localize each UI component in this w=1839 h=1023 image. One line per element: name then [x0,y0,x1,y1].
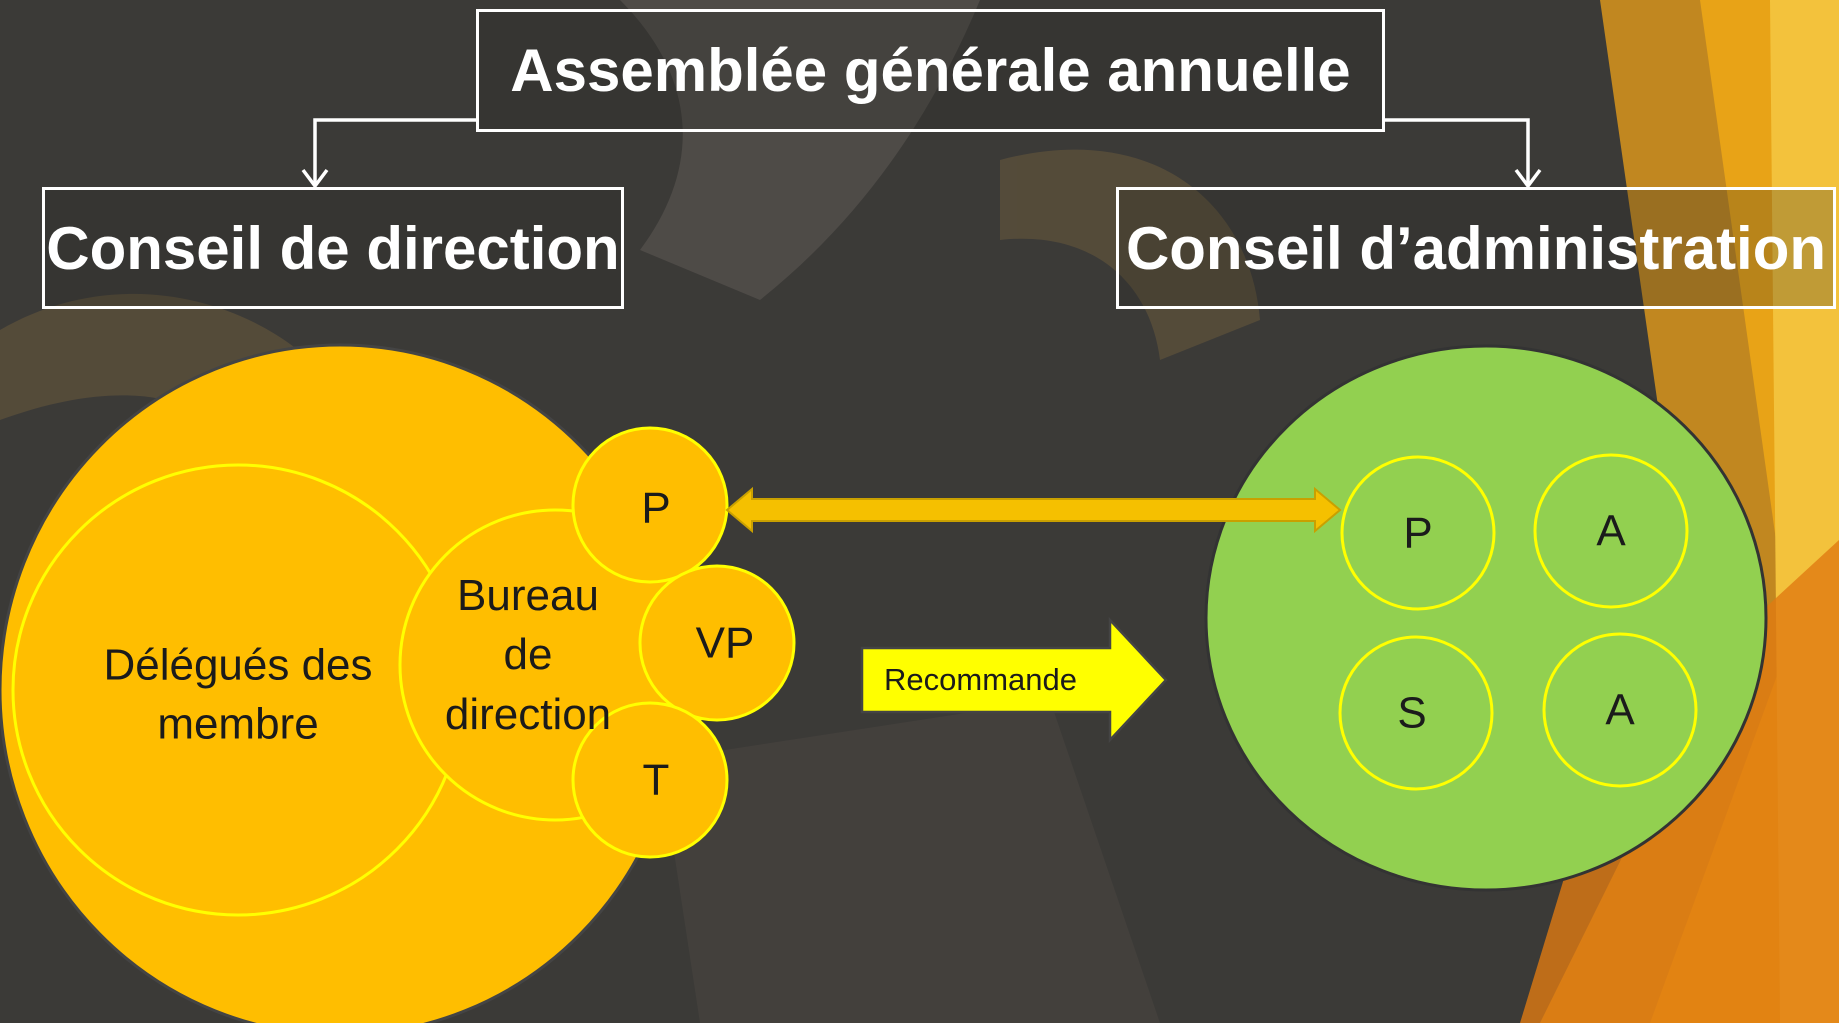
member-circle-a1 [1533,453,1689,609]
conseil-direction-title: Conseil de direction [46,214,620,282]
recommande-label: Recommande [884,662,1077,697]
conseil-direction-box: Conseil de direction [42,187,624,309]
officer-circle-p [571,426,729,584]
assemblee-generale-box: Assemblée générale annuelle [476,9,1385,132]
recommande-arrow [860,616,1168,744]
officer-label-t: T [642,755,670,805]
member-label-p: P [1403,508,1433,558]
officer-circle-t [571,701,729,859]
conseil-administration-box: Conseil d’administration [1116,187,1836,309]
conseil-administration-circle [1204,344,1768,892]
member-circle-a2 [1542,632,1698,788]
double-arrow [725,486,1342,534]
bureau-label: Bureau de direction [444,570,612,739]
delegates-label: Délégués des membre [103,640,373,749]
member-circle-p [1340,455,1496,611]
assemblee-generale-title: Assemblée générale annuelle [510,37,1351,104]
officer-label-p: P [641,483,671,533]
officer-label-vp: VP [695,618,755,668]
member-circle-s [1338,635,1494,791]
connector-right [1385,118,1542,189]
member-label-s: S [1397,688,1427,738]
officer-circle-vp [638,564,796,722]
conseil-administration-title: Conseil d’administration [1125,214,1827,282]
member-label-a1: A [1596,506,1626,556]
connector-left [301,118,476,189]
member-label-a2: A [1605,685,1635,735]
